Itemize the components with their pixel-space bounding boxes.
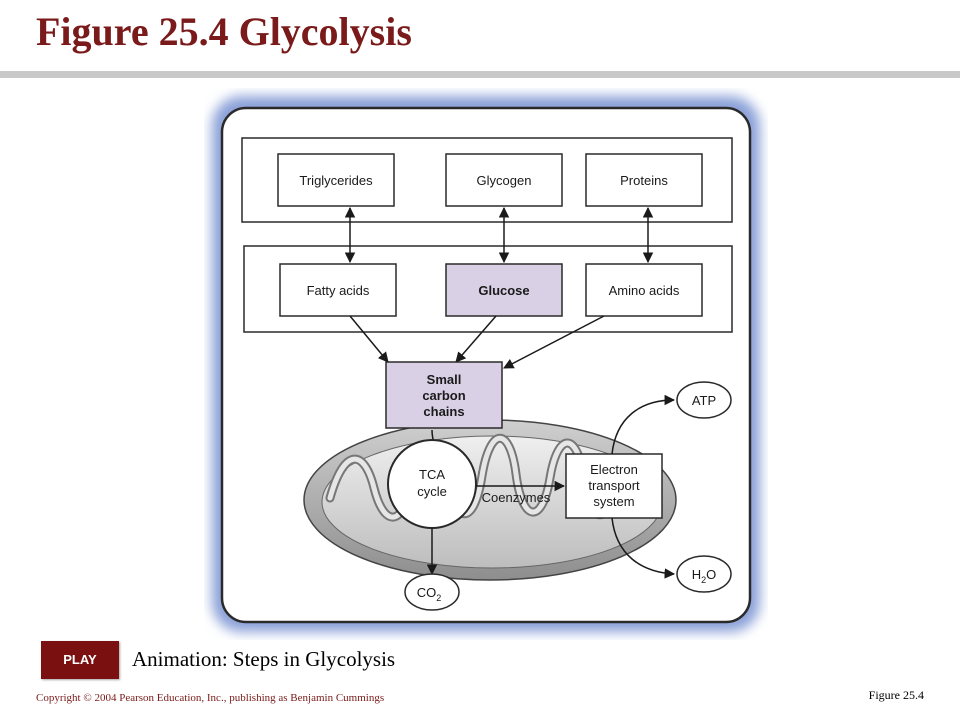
ets-label-2: transport [588, 478, 640, 493]
ets-to-h2o-arrow [611, 517, 676, 579]
glycogen-label: Glycogen [477, 173, 532, 188]
figure-reference: Figure 25.4 [868, 688, 924, 702]
amino-acids-label: Amino acids [609, 283, 680, 298]
tca-label-2: cycle [417, 484, 447, 499]
title-divider [0, 71, 960, 78]
small-carbon-label-1: Small [427, 372, 462, 387]
small-carbon-label-3: chains [423, 404, 464, 419]
coenzymes-label: Coenzymes [482, 490, 551, 505]
small-carbon-label-2: carbon [422, 388, 465, 403]
co2-oval [404, 573, 460, 611]
metabolism-diagram: Triglycerides Glycogen Proteins Fatty ac… [204, 88, 768, 640]
play-button[interactable]: PLAY [41, 641, 119, 679]
small-carbon-chains-box [385, 361, 503, 429]
triglycerides-label: Triglycerides [299, 173, 373, 188]
monomers-group-frame [243, 245, 733, 333]
triglycerides-box [277, 153, 395, 207]
electron-transport-box [565, 453, 663, 519]
atp-oval [676, 381, 732, 419]
proteins-box [585, 153, 703, 207]
h2o-oval [676, 555, 732, 593]
co2-label: CO2 [417, 585, 442, 603]
atp-label: ATP [692, 393, 716, 408]
fatty-acids-box [279, 263, 397, 317]
animation-caption: Animation: Steps in Glycolysis [132, 647, 396, 671]
fatty-acids-label: Fatty acids [307, 283, 370, 298]
ets-to-atp-arrow [611, 394, 676, 455]
fatty-acids-to-carbon-arrow [349, 315, 389, 363]
glucose-label: Glucose [478, 283, 529, 298]
copyright-notice: Copyright © 2004 Pearson Education, Inc.… [36, 692, 385, 704]
h2o-label: H2O [692, 567, 717, 585]
stores-group-frame [241, 137, 733, 223]
ets-label-1: Electron [590, 462, 638, 477]
tca-label-1: TCA [419, 467, 445, 482]
ets-label-3: system [593, 494, 634, 509]
amino-acids-box [585, 263, 703, 317]
proteins-label: Proteins [620, 173, 668, 188]
glucose-to-carbon-arrow [455, 315, 497, 363]
slide-title: Figure 25.4 Glycolysis [36, 9, 412, 54]
amino-acids-to-carbon-arrow [503, 315, 605, 369]
glucose-box [445, 263, 563, 317]
glycogen-box [445, 153, 563, 207]
